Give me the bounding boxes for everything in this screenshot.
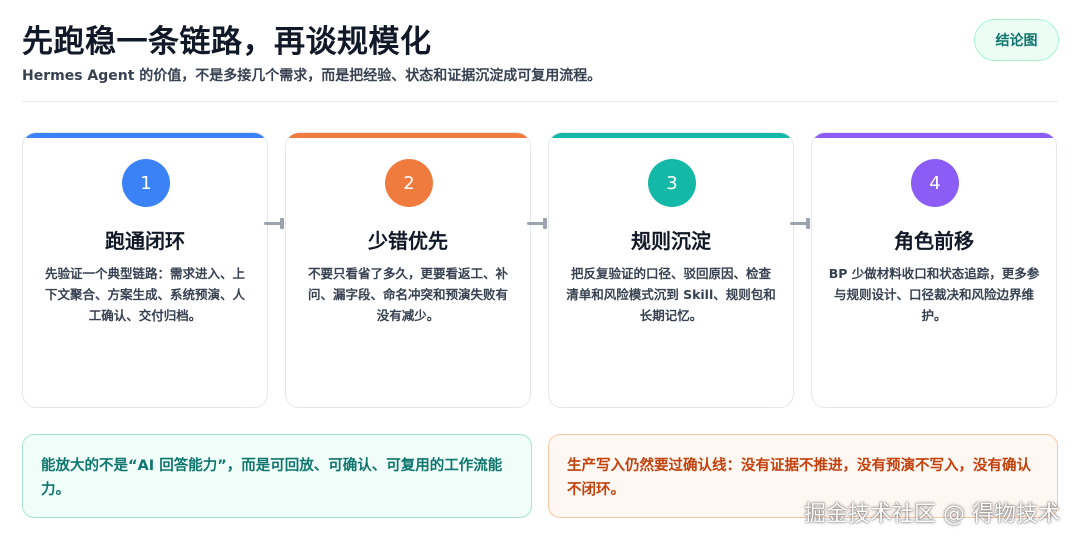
warning-note-orange: 生产写入仍然要过确认线：没有证据不推进，没有预演不写入，没有确认不闭环。 [548, 434, 1058, 518]
step-number-badge: 1 [122, 159, 170, 207]
page-subtitle: Hermes Agent 的价值，不是多接几个需求，而是把经验、状态和证据沉淀成… [22, 68, 602, 84]
watermark-text: 掘金技术社区 @ 得物技术 [804, 502, 1060, 527]
arrow-right-icon [790, 216, 812, 230]
arrow-right-icon [264, 216, 286, 230]
step-card-1: 1 跑通闭环 先验证一个典型链路：需求进入、上下文聚合、方案生成、系统预演、人工… [22, 132, 268, 408]
step-title: 角色前移 [894, 229, 974, 253]
step-title: 少错优先 [368, 229, 448, 253]
step-card-4: 4 角色前移 BP 少做材料收口和状态追踪，更多参与规则设计、口径裁决和风险边界… [811, 132, 1057, 408]
insight-note-green: 能放大的不是“AI 回答能力”，而是可回放、可确认、可复用的工作流能力。 [22, 434, 532, 518]
conclusion-badge-button[interactable]: 结论图 [974, 19, 1059, 61]
step-number-badge: 3 [648, 159, 696, 207]
step-card-3-accent-bar [549, 133, 793, 138]
step-card-4-accent-bar [812, 133, 1056, 138]
step-card-1-accent-bar [23, 133, 267, 138]
step-card-3: 3 规则沉淀 把反复验证的口径、驳回原因、检查清单和风险模式沉到 Skill、规… [548, 132, 794, 408]
step-description: BP 少做材料收口和状态追踪，更多参与规则设计、口径裁决和风险边界维护。 [828, 266, 1040, 323]
arrow-right-icon [527, 216, 549, 230]
step-description: 不要只看省了多久，更要看返工、补问、漏字段、命名冲突和预演失败有没有减少。 [307, 266, 508, 323]
step-card-2-accent-bar [286, 133, 530, 138]
step-description: 先验证一个典型链路：需求进入、上下文聚合、方案生成、系统预演、人工确认、交付归档… [44, 266, 245, 323]
header-divider [22, 101, 1058, 102]
step-title: 规则沉淀 [631, 229, 711, 253]
step-number-badge: 4 [911, 159, 959, 207]
step-description: 把反复验证的口径、驳回原因、检查清单和风险模式沉到 Skill、规则包和长期记忆… [566, 266, 776, 323]
step-title: 跑通闭环 [105, 229, 185, 253]
step-card-2: 2 少错优先 不要只看省了多久，更要看返工、补问、漏字段、命名冲突和预演失败有没… [285, 132, 531, 408]
page-title: 先跑稳一条链路，再谈规模化 [22, 24, 432, 60]
step-number-badge: 2 [385, 159, 433, 207]
